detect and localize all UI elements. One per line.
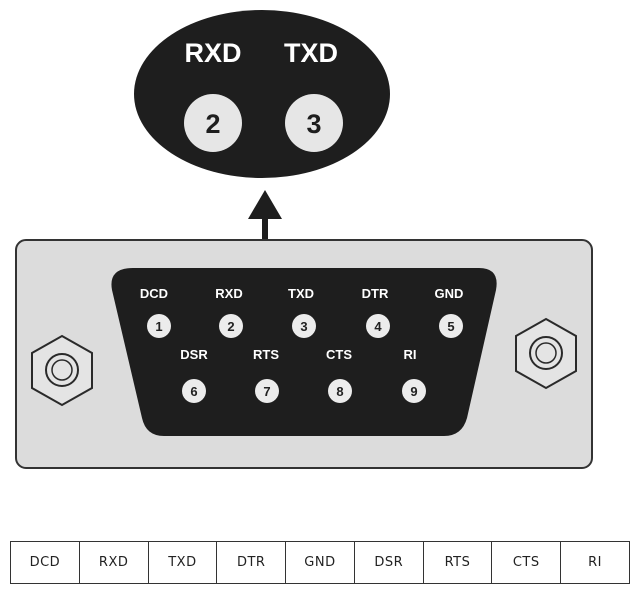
pin-number-3: 3	[300, 319, 307, 334]
pin-6	[182, 379, 206, 403]
pin-number-6: 6	[190, 384, 197, 399]
table-row: DCD RXD TXD DTR GND DSR RTS CTS RI	[10, 541, 630, 584]
callout-bubble	[134, 10, 390, 178]
callout-pin-txd	[285, 94, 343, 152]
callout-pin-rxd	[184, 94, 242, 152]
pin-5	[439, 314, 463, 338]
pin-label-gnd: GND	[435, 286, 464, 301]
legend-cell: DSR	[353, 541, 424, 584]
pin-number-7: 7	[263, 384, 270, 399]
pin-label-ri: RI	[404, 347, 417, 362]
legend-cell: GND	[285, 541, 355, 584]
pin-label-cts: CTS	[326, 347, 352, 362]
pin-4	[366, 314, 390, 338]
pin-8	[328, 379, 352, 403]
pin-label-dcd: DCD	[140, 286, 168, 301]
legend-cell: CTS	[491, 541, 562, 584]
legend-cell: RXD	[78, 541, 149, 584]
hex-screw-icon	[31, 334, 93, 407]
callout-label-rxd: RXD	[184, 38, 241, 68]
db9-pinout-diagram: RXD TXD 2 3 DCD RXD TXD DTR GND 1 2 3 4 …	[15, 10, 593, 469]
pin-3	[292, 314, 316, 338]
legend-cell: RI	[560, 541, 630, 584]
pin-label-dsr: DSR	[180, 347, 208, 362]
pin-number-2: 2	[227, 319, 234, 334]
legend-cell: RTS	[422, 541, 493, 584]
pin-9	[402, 379, 426, 403]
callout-pin-number-3: 3	[306, 109, 321, 139]
dsub-face	[111, 268, 497, 436]
pin-7	[255, 379, 279, 403]
pin-number-8: 8	[336, 384, 343, 399]
hex-screw-icon	[515, 317, 577, 390]
pin-number-1: 1	[155, 319, 162, 334]
pin-1	[147, 314, 171, 338]
signal-legend-table: DCD RXD TXD DTR GND DSR RTS CTS RI	[10, 541, 630, 584]
callout-label-txd: TXD	[284, 38, 338, 68]
pin-label-dtr: DTR	[362, 286, 389, 301]
legend-cell: DTR	[216, 541, 287, 584]
pin-label-txd: TXD	[288, 286, 314, 301]
pin-label-rts: RTS	[253, 347, 279, 362]
pin-number-5: 5	[447, 319, 454, 334]
pin-2	[219, 314, 243, 338]
legend-cell: TXD	[147, 541, 218, 584]
pin-label-rxd: RXD	[215, 286, 242, 301]
pin-number-4: 4	[374, 319, 382, 334]
callout-pin-number-2: 2	[205, 109, 220, 139]
pin-number-9: 9	[410, 384, 417, 399]
legend-cell: DCD	[10, 541, 80, 584]
